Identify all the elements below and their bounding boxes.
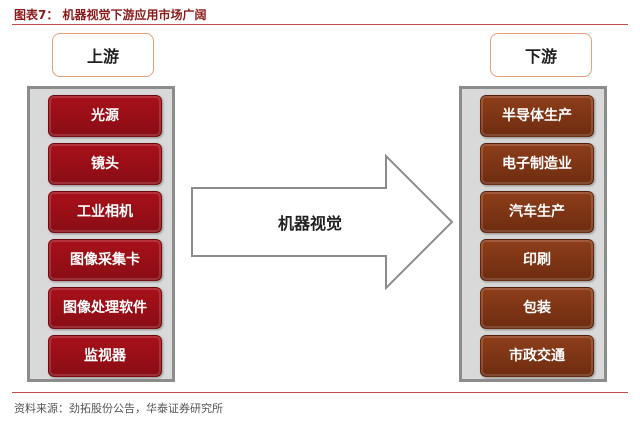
upstream-item-monitor: 监视器 <box>48 335 162 377</box>
source-note: 资料来源：劲拓股份公告，华泰证券研究所 <box>14 402 223 415</box>
downstream-header: 下游 <box>490 33 592 77</box>
downstream-item-printing: 印刷 <box>480 239 594 281</box>
bottom-divider <box>12 392 628 393</box>
downstream-item-packaging: 包装 <box>480 287 594 329</box>
upstream-item-frame-grabber: 图像采集卡 <box>48 239 162 281</box>
downstream-item-municipal-traffic: 市政交通 <box>480 335 594 377</box>
upstream-item-lens: 镜头 <box>48 143 162 185</box>
upstream-panel: 光源 镜头 工业相机 图像采集卡 图像处理软件 监视器 <box>27 86 175 382</box>
upstream-item-image-software: 图像处理软件 <box>48 287 162 329</box>
upstream-item-light-source: 光源 <box>48 95 162 137</box>
arrow-label: 机器视觉 <box>277 214 342 233</box>
top-divider <box>12 24 628 25</box>
flow-arrow: 机器视觉 <box>190 152 456 292</box>
upstream-header: 上游 <box>52 33 154 77</box>
downstream-panel: 半导体生产 电子制造业 汽车生产 印刷 包装 市政交通 <box>459 86 607 382</box>
upstream-item-industrial-camera: 工业相机 <box>48 191 162 233</box>
right-arrow-icon <box>191 153 454 291</box>
downstream-item-automotive: 汽车生产 <box>480 191 594 233</box>
downstream-item-electronics: 电子制造业 <box>480 143 594 185</box>
figure-title: 图表7： 机器视觉下游应用市场广阔 <box>14 8 207 22</box>
downstream-item-semiconductor: 半导体生产 <box>480 95 594 137</box>
